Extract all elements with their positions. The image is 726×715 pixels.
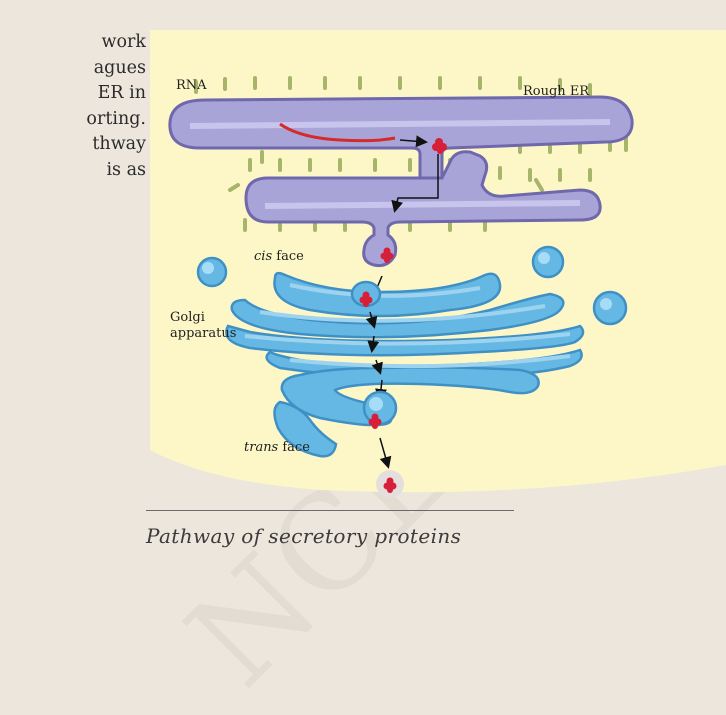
secretory-pathway-diagram — [150, 30, 726, 498]
body-text-fragment: work agues ER in orting. thway is as — [0, 30, 146, 183]
er-highlight — [189, 119, 611, 129]
trans-rest: face — [278, 440, 310, 455]
text-line: is as — [106, 159, 146, 180]
er-highlight — [264, 200, 581, 209]
text-line: agues — [93, 57, 146, 78]
trans-italic: trans — [244, 440, 279, 455]
rough-er-lower — [244, 150, 602, 267]
figure-caption: Pathway of secretory proteins — [146, 524, 462, 548]
arrow — [379, 437, 392, 469]
rough-er-label: Rough ER — [523, 84, 590, 99]
arrow — [365, 311, 378, 329]
diagram-panel: RNA Rough ER cis face Golgi apparatus tr… — [150, 30, 726, 500]
golgi-trans-vesicle — [362, 390, 398, 429]
vesicle-highlight — [202, 252, 612, 310]
cis-italic: cis — [254, 249, 273, 264]
trans-face-label: trans face — [244, 440, 310, 455]
cis-face-label: cis face — [254, 249, 304, 264]
text-line: ER in — [97, 83, 146, 103]
arrow — [391, 154, 439, 213]
text-line: orting. — [86, 108, 146, 129]
protein-er-bud — [380, 247, 394, 263]
cis-rest: face — [272, 249, 304, 264]
caption-rule — [146, 510, 514, 511]
golgi-cis-bud — [350, 280, 382, 308]
golgi-label: Golgi apparatus — [170, 310, 236, 342]
arrow — [367, 335, 380, 353]
golgi-label-line1: Golgi — [170, 310, 205, 325]
rna-strand — [279, 122, 396, 143]
arrow — [399, 135, 428, 148]
text-line: work — [101, 32, 147, 52]
golgi-highlight — [244, 283, 571, 369]
secretory-vesicle — [376, 470, 404, 498]
rna-label: RNA — [176, 78, 207, 93]
text-line: thway — [92, 134, 146, 154]
golgi-label-line2: apparatus — [170, 326, 237, 341]
arrow — [371, 359, 383, 375]
protein-er — [432, 138, 447, 154]
ribosomes — [194, 76, 628, 232]
